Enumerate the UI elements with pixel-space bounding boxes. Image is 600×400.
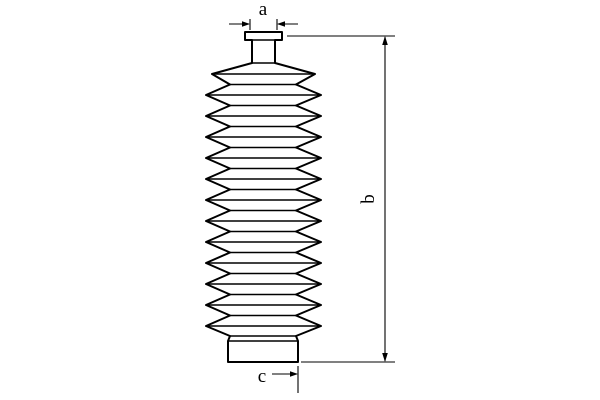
bellows-boot [205, 31, 322, 363]
dimension-a-arrow-right [277, 21, 285, 27]
boot-outline [205, 31, 322, 363]
dimension-c-label: c [258, 366, 266, 387]
dimension-c: c [258, 366, 299, 393]
dimension-a-extension-lines [249, 19, 278, 30]
boot-fold-lines [206, 39, 321, 342]
dimension-b-arrow-bottom [382, 353, 388, 362]
dimension-a: a [229, 0, 298, 30]
dimension-a-label: a [259, 0, 268, 20]
dimension-b: b [287, 35, 395, 363]
dimension-b-arrow-top [382, 36, 388, 45]
dimension-c-arrow [290, 371, 298, 377]
dimension-b-extension-lines [287, 35, 395, 363]
dimension-a-arrow-left [242, 21, 250, 27]
dimension-b-label: b [358, 194, 379, 204]
